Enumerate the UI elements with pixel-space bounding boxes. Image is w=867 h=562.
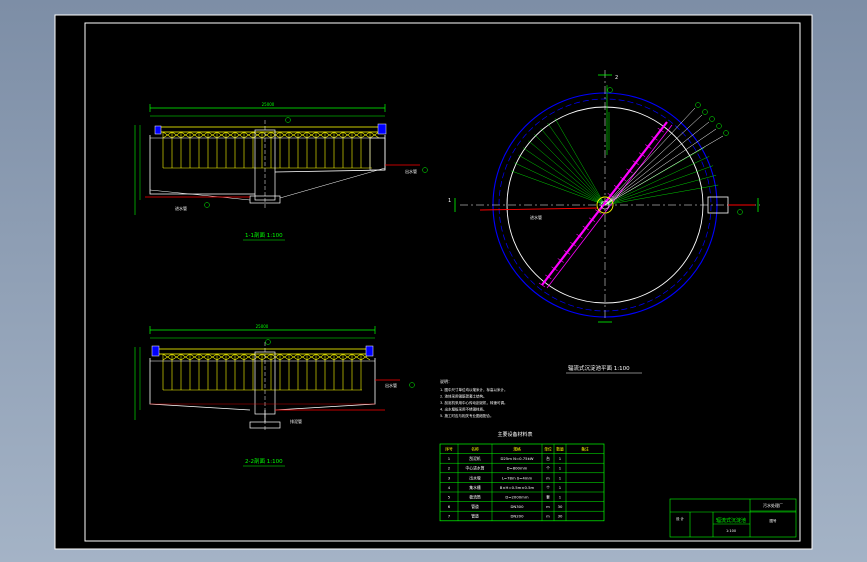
note-line: 3. 刮泥机采用中心传动刮泥机，转速可调。 [440,400,507,405]
table-cell: 1 [559,475,562,480]
section-2-2: 25000 出水管 排泥管 2-2剖面 1:100 [134,324,415,467]
table-cell: 2 [448,466,451,471]
table-cell: 中心进水筒 [466,466,485,471]
table-cell: 管道 [471,514,479,519]
overall-dim-top: 25000 [262,102,275,107]
table-cell: 7 [448,514,451,519]
outer-frame [54,14,813,550]
table-cell: DN200 [510,514,524,519]
table-cell: 1 [559,466,562,471]
outlet-label-1: 出水管 [405,168,417,174]
plan-view: 2 1 进水管 辐流式沉淀池平面 1:100 [448,70,760,374]
table-cell: 个 [546,466,550,471]
table-cell: L=78m δ=4mm [502,475,533,480]
section-mark-left: 1 [448,198,451,204]
note-line: 1. 图中尺寸单位均以毫米计，标高以米计。 [440,387,507,392]
view-label-1-1: 1-1剖面 1:100 [245,231,283,239]
table-cell: 1 [559,485,562,490]
section-1-1: 25000 [134,102,428,241]
note-line: 5. 施工时应与相关专业图纸配合。 [440,413,493,418]
table-header-cell: 单位 [544,447,552,452]
table-cell: 个 [546,485,550,490]
table-title: 主要设备材料表 [497,431,532,438]
table-cell: B×H=0.5m×0.5m [500,485,535,490]
view-label-2-2: 2-2剖面 1:100 [245,457,283,465]
table-cell: 刮泥机 [469,456,481,461]
table-cell: 5 [448,495,451,500]
notes: 说明： 1. 图中尺寸单位均以毫米计，标高以米计。 2. 池体采用钢筋混凝土结构。… [440,378,507,418]
table-header-cell: 名称 [471,447,479,452]
table-cell: m [546,504,550,509]
table-cell: 台 [546,456,550,461]
note-line: 4. 出水堰板采用不锈钢材质。 [440,407,486,412]
table-header-cell: 备注 [581,447,589,452]
table-cell: m [546,514,550,519]
overall-dim-bottom: 25000 [256,324,269,329]
table-cell: 1 [559,456,562,461]
table-cell: D=2000mm [505,495,528,500]
table-cell: m [546,475,550,480]
table-cell: 出水堰 [469,475,481,480]
equipment-table: 主要设备材料表 序号 名称 规格 单位数量 备注 1 刮泥机 D25m N=0.75kW 台 1 2… [439,431,605,522]
table-cell: 30 [558,504,563,509]
inlet-label-plan: 进水管 [530,214,542,220]
table-header-cell: 规格 [513,447,521,452]
table-cell: DN300 [510,504,524,509]
title-project: 污水处理厂 [763,502,783,508]
table-cell: 1 [559,495,562,500]
notes-title: 说明： [440,378,452,384]
inlet-label-1: 进水管 [175,205,187,211]
title-scale: 1:100 [726,529,736,533]
table-cell: 集水槽 [469,485,481,490]
title-drawing-name: 辐流式沉淀池 [716,517,746,524]
table-cell: 稳流筒 [469,495,481,500]
inner-frame [84,22,801,542]
outlet-label-2: 出水管 [385,382,397,388]
table-cell: 6 [448,504,451,509]
table-cell: D=800mm [507,466,528,471]
plan-label: 辐流式沉淀池平面 1:100 [568,364,630,372]
table-header-cell: 序号 [445,447,453,452]
table-cell: 1 [448,456,451,461]
title-sheet: 图号 [770,518,778,523]
title-block [669,498,797,538]
table-cell: 3 [448,475,451,480]
table-cell: 套 [546,495,550,500]
sludge-label-2: 排泥管 [290,418,302,424]
table-cell: 管道 [471,504,479,509]
title-left-a: 设 计 [676,516,685,521]
table-header-cell: 数量 [556,447,564,452]
section-mark-top: 2 [615,75,618,81]
table-cell: D25m N=0.75kW [500,456,533,461]
table-cell: 4 [448,485,451,490]
note-line: 2. 池体采用钢筋混凝土结构。 [440,394,486,399]
table-cell: 30 [558,514,563,519]
